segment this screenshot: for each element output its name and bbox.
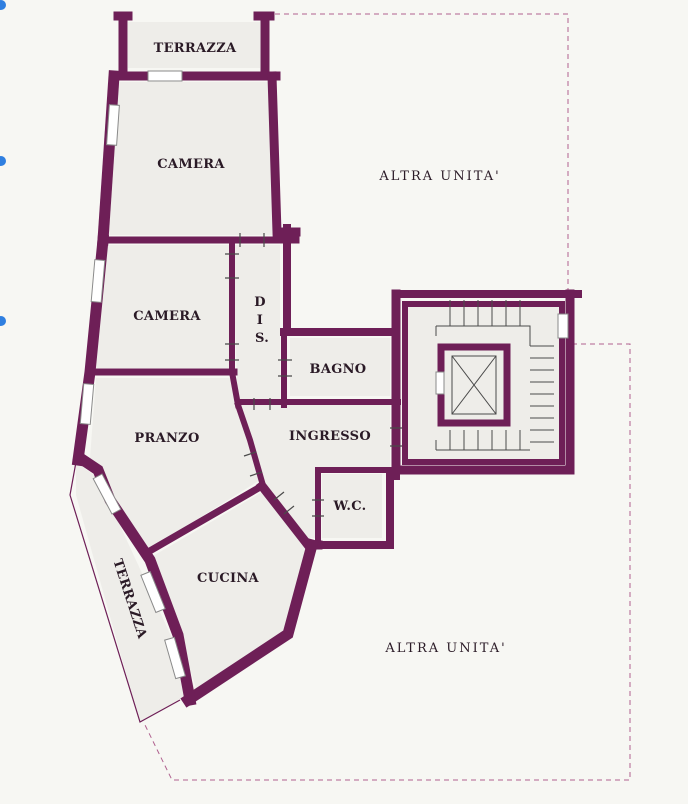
edge-marker-2 [0, 156, 6, 166]
room-cucina [153, 492, 308, 688]
balcony-edge [69, 461, 181, 723]
label-camera-mid: CAMERA [133, 309, 201, 324]
other-unit-boundary-bottom [144, 343, 631, 781]
room-terrazza-side [76, 462, 196, 722]
room-camera-mid [96, 245, 232, 368]
door-marks [225, 233, 402, 517]
label-wc: W.C. [333, 499, 367, 514]
elevator-icon [435, 343, 511, 427]
label-terrazza-top: TERRAZZA [154, 41, 237, 56]
room-bagno [290, 338, 390, 396]
label-bagno: BAGNO [310, 362, 367, 377]
label-camera-top: CAMERA [157, 157, 225, 172]
label-ingresso: INGRESSO [289, 429, 371, 444]
room-terrazza-top [128, 22, 260, 68]
walls [71, 11, 582, 708]
label-dis-3: S. [255, 331, 269, 346]
other-unit-boundary-top [266, 13, 569, 292]
room-dis [232, 245, 280, 405]
edge-marker-3 [0, 316, 6, 326]
label-cucina: CUCINA [197, 571, 259, 586]
label-other-unit-top: ALTRA UNITA' [378, 169, 500, 184]
room-wc [322, 474, 382, 538]
stair-icon [435, 300, 554, 451]
room-camera-top [108, 82, 273, 235]
label-dis-1: D [254, 295, 266, 310]
stair-hall-floor [406, 304, 564, 462]
label-dis-2: I [257, 313, 263, 328]
room-pranzo [90, 378, 260, 552]
label-other-unit-bottom: ALTRA UNITA' [384, 641, 506, 656]
label-pranzo: PRANZO [134, 431, 199, 446]
windows [79, 70, 569, 680]
edge-marker-1 [0, 0, 6, 10]
